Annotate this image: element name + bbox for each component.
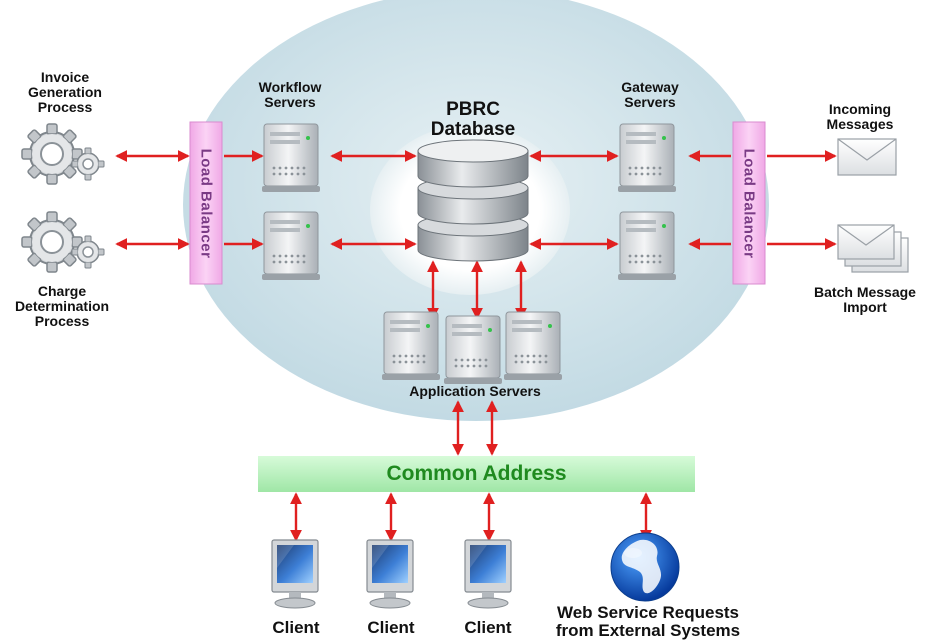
envelope-icon [837, 138, 897, 176]
invoice-gears-icon [21, 123, 105, 185]
workflow-server-icon [261, 211, 321, 281]
charge-gears-icon [21, 211, 105, 273]
client-monitor-icon [366, 539, 414, 609]
gateway-server-icon [617, 123, 677, 193]
client-monitor-icon [271, 539, 319, 609]
application-servers-label: Application Servers [409, 383, 541, 399]
client-label: Client [367, 618, 415, 637]
client-label: Client [464, 618, 512, 637]
client-monitor-icon [464, 539, 512, 609]
load-balancer-label: Load Balancer [740, 148, 758, 258]
gateway-server-icon [617, 211, 677, 281]
common-address: Common Address [258, 456, 695, 492]
application-server-icon [503, 311, 563, 381]
application-server-icon [443, 315, 503, 385]
application-server-icon [381, 311, 441, 381]
load-balancer-right-bar [732, 121, 766, 285]
database-icon [417, 139, 529, 262]
load-balancer-label: Load Balancer [197, 148, 215, 258]
envelope-stack-icon [837, 224, 909, 273]
load-balancer-left-bar [189, 121, 223, 285]
workflow-server-icon [261, 123, 321, 193]
load-balancer-left: Load Balancer [191, 122, 221, 284]
globe-icon [610, 532, 680, 602]
common-address-bar [258, 456, 695, 492]
common-address-label: Common Address [386, 462, 567, 485]
load-balancer-right: Load Balancer [734, 122, 764, 284]
connection-arrows [115, 150, 837, 542]
client-label: Client [272, 618, 320, 637]
